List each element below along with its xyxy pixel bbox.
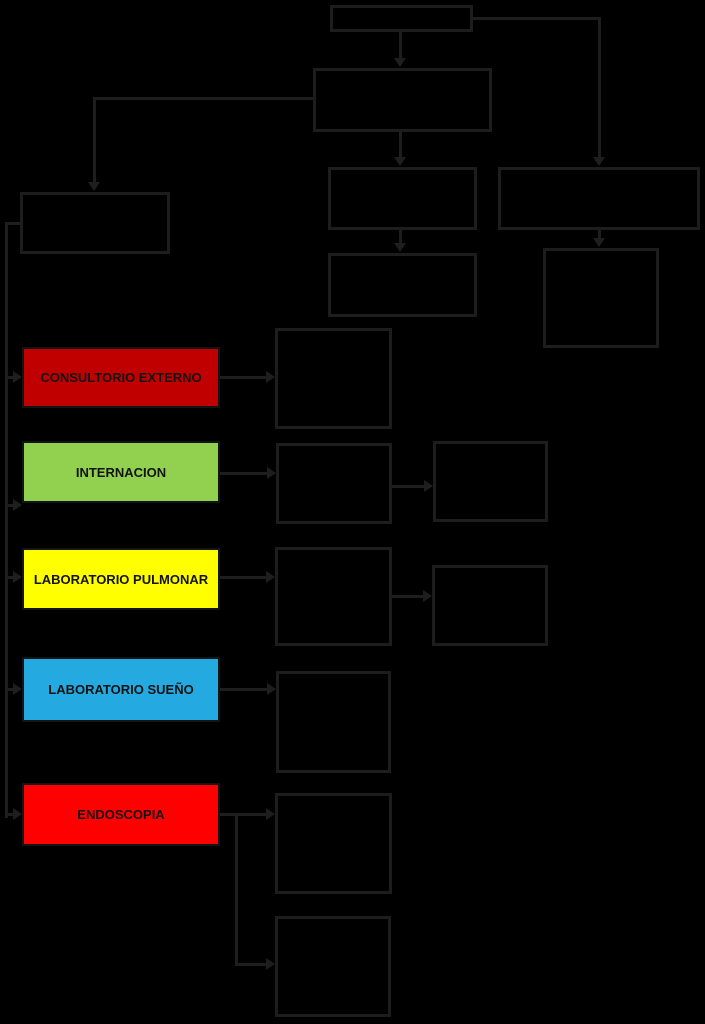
flow-box-pulmonar-target-2 [432, 565, 548, 646]
node-consultorio-externo-label: CONSULTORIO EXTERNO [40, 370, 202, 385]
connector-mid1-to-mid2 [399, 230, 402, 244]
connector-endoscopia-branch-v [235, 813, 238, 966]
flow-box-level2 [313, 68, 492, 132]
connector-lefthub-to-trunk [5, 222, 22, 225]
flow-box-consultorio-target [275, 328, 392, 429]
arrowhead-icon [13, 499, 22, 511]
flow-box-endoscopia-target-1 [275, 793, 392, 894]
node-endoscopia: ENDOSCOPIA [22, 783, 220, 846]
connector-trunk-endoscopia [5, 813, 14, 816]
arrowhead-icon [593, 238, 605, 247]
flow-box-mid-1 [328, 167, 477, 230]
connector-level2-to-lefthub-v [93, 97, 96, 183]
flow-box-internacion-target-1 [276, 443, 392, 524]
arrowhead-icon [424, 480, 433, 492]
arrowhead-icon [266, 571, 275, 583]
flow-box-root [330, 5, 473, 32]
connector-root-to-level2 [399, 32, 402, 59]
connector-trunk-consultorio [5, 376, 14, 379]
flow-box-internacion-target-2 [433, 441, 548, 522]
arrowhead-icon [394, 243, 406, 252]
connector-consultorio-out [220, 376, 267, 379]
arrowhead-icon [593, 157, 605, 166]
node-laboratorio-pulmonar: LABORATORIO PULMONAR [22, 548, 220, 610]
arrowhead-icon [13, 683, 22, 695]
arrowhead-icon [267, 683, 276, 695]
node-laboratorio-pulmonar-label: LABORATORIO PULMONAR [33, 571, 209, 587]
node-internacion: INTERNACION [22, 441, 220, 503]
arrowhead-icon [88, 182, 100, 191]
connector-pulmonar-t1-t2 [392, 595, 423, 598]
arrowhead-icon [394, 157, 406, 166]
arrowhead-icon [13, 808, 22, 820]
connector-trunk-sueno [5, 688, 14, 691]
arrowhead-icon [266, 808, 275, 820]
connector-internacion-out [220, 472, 268, 475]
flow-box-right-child [543, 248, 659, 348]
arrowhead-icon [394, 58, 406, 67]
node-laboratorio-sueno-label: LABORATORIO SUEÑO [48, 682, 194, 697]
connector-internacion-t1-t2 [392, 485, 424, 488]
arrowhead-icon [13, 571, 22, 583]
connector-pulmonar-out [220, 576, 267, 579]
arrowhead-icon [266, 958, 275, 970]
connector-trunk-internacion [5, 504, 14, 507]
connector-right-to-child [598, 230, 601, 239]
arrowhead-icon [266, 371, 275, 383]
connector-root-to-right-v [598, 17, 601, 158]
connector-root-to-right-h [471, 17, 601, 20]
connector-level2-to-mid1 [399, 132, 402, 158]
flow-box-sueno-target [276, 671, 391, 773]
connector-trunk [5, 222, 8, 818]
arrowhead-icon [423, 590, 432, 602]
node-internacion-label: INTERNACION [75, 464, 167, 480]
node-consultorio-externo: CONSULTORIO EXTERNO [22, 347, 220, 408]
flow-box-pulmonar-target-1 [275, 547, 392, 646]
connector-endoscopia-out [220, 813, 267, 816]
arrowhead-icon [13, 371, 22, 383]
flow-box-endoscopia-target-2 [275, 916, 391, 1017]
node-endoscopia-label: ENDOSCOPIA [77, 807, 165, 822]
flow-box-left-hub [20, 192, 170, 254]
connector-endoscopia-branch-h [235, 963, 266, 966]
arrowhead-icon [267, 467, 276, 479]
connector-trunk-pulmonar [5, 576, 14, 579]
flow-box-mid-2 [328, 253, 477, 317]
flow-box-right [498, 167, 700, 230]
connector-sueno-out [220, 688, 268, 691]
node-laboratorio-sueno: LABORATORIO SUEÑO [22, 657, 220, 722]
connector-level2-to-lefthub-h [93, 97, 315, 100]
